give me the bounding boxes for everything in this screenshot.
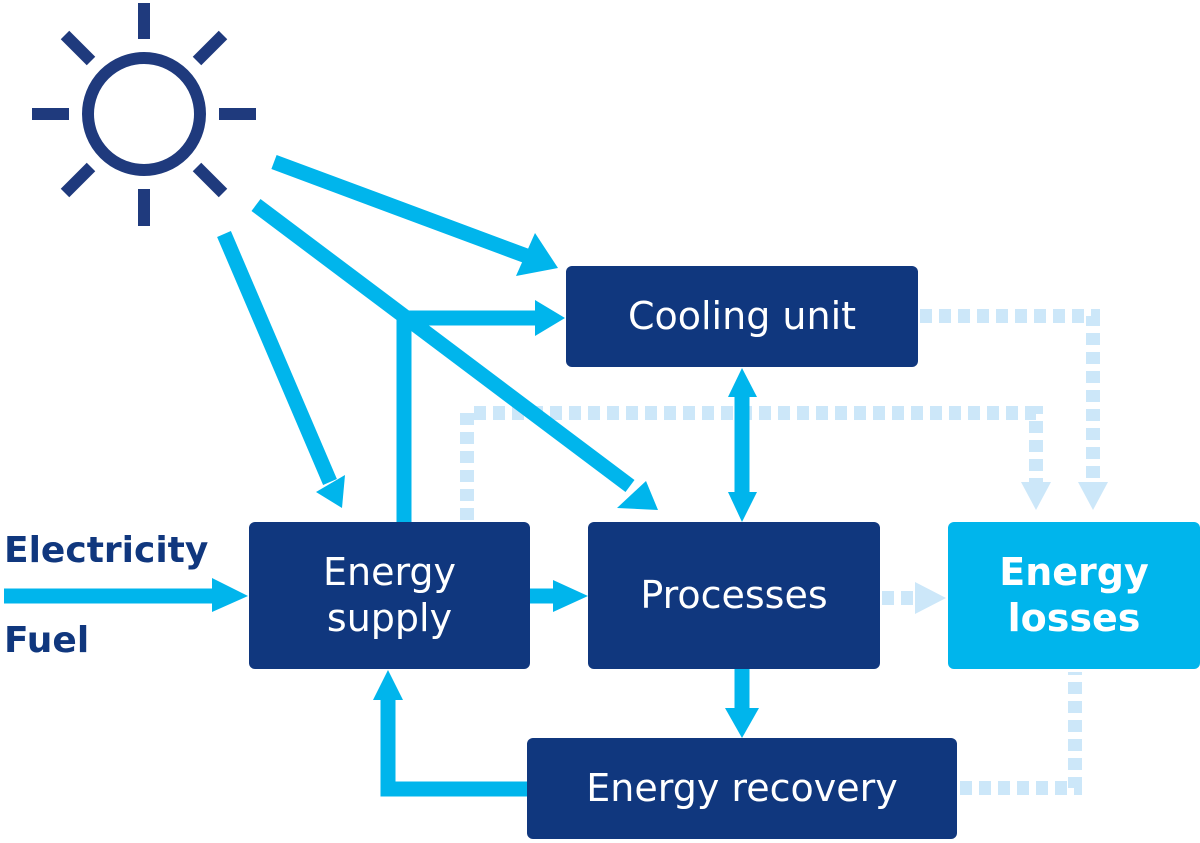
loss-arrowhead-processes [915, 582, 946, 614]
flow-sun-to-supply [217, 231, 337, 485]
loss-arrowhead-supply [1021, 482, 1051, 510]
loss-flow-recovery [960, 672, 1082, 795]
loss-flow-supply [460, 406, 1043, 520]
cooling-unit-label: Cooling unit [627, 293, 857, 338]
energy-flows [4, 154, 750, 797]
arrowhead-supply-processes [553, 580, 588, 612]
fuel-label: Fuel [4, 620, 90, 661]
processes-label: Processes [640, 572, 828, 617]
flow-sun-to-cooling [271, 154, 535, 266]
arrowhead-processes-recovery [725, 708, 759, 738]
arrowhead-recovery-supply [373, 670, 403, 700]
arrowhead-supply-cooling [535, 300, 565, 336]
sun-icon [32, 3, 256, 226]
loss-arrowhead-cooling [1078, 482, 1108, 510]
loss-flows [460, 309, 1100, 795]
arrowhead-sun-processes [617, 481, 658, 510]
energy-recovery-box: Energy recovery [527, 738, 957, 839]
energy-supply-box: Energy supply [249, 522, 530, 669]
processes-box: Processes [588, 522, 880, 669]
energy-recovery-label: Energy recovery [586, 765, 898, 810]
flow-recovery-to-supply [380, 698, 528, 797]
flow-sun-to-processes [251, 199, 635, 492]
arrowhead-down-processes [728, 492, 757, 522]
energy-losses-label-line2: losses [1007, 595, 1141, 640]
energy-supply-label-line1: Energy [322, 549, 457, 594]
flow-supply-to-cooling [396, 310, 538, 522]
arrowhead-input-supply [212, 578, 248, 612]
energy-losses-label-line1: Energy [999, 549, 1149, 594]
energy-supply-label-line2: supply [326, 595, 453, 640]
loss-flow-cooling [920, 309, 1100, 490]
energy-losses-box: Energy losses [948, 522, 1200, 669]
electricity-label: Electricity [4, 530, 209, 571]
arrowhead-up-cooling [728, 368, 757, 397]
arrowhead-sun-supply [316, 475, 345, 508]
arrowhead-sun-cooling [516, 233, 558, 276]
cooling-unit-box: Cooling unit [566, 266, 918, 367]
